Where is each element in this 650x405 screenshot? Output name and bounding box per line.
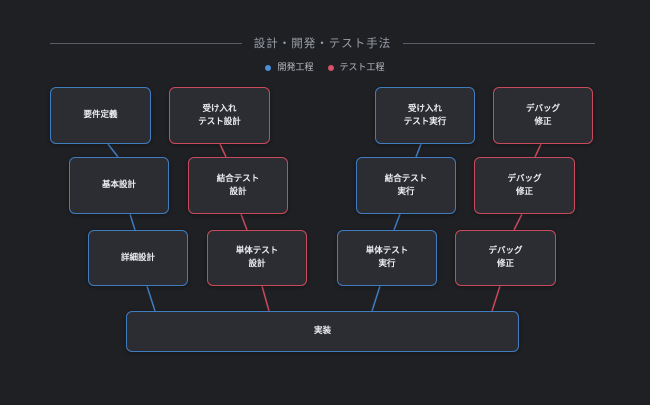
connector-basic-detail [129, 213, 136, 231]
node-label: デバッグ 修正 [525, 103, 560, 127]
connector-acceptexec-integexec [415, 143, 422, 158]
node-acceptance-test-design: 受け入れ テスト設計 [169, 87, 270, 144]
legend-label-dev: 開発工程 [277, 63, 314, 73]
title-divider-right [403, 43, 595, 44]
node-label: デバッグ 修正 [488, 246, 523, 269]
node-integration-test-exec: 結合テスト 実行 [356, 157, 456, 214]
node-implementation: 実装 [126, 311, 519, 352]
node-debug-fix-1: デバッグ 修正 [493, 87, 593, 144]
connector-debug2-debug3 [513, 213, 523, 231]
test-dot-icon [327, 65, 334, 71]
node-label: デバッグ 修正 [507, 173, 542, 197]
connector-unitexec-impl [371, 285, 381, 312]
node-unit-test-exec: 単体テスト 実行 [337, 230, 437, 286]
diagram-title: 設計・開発・テスト手法 [253, 36, 392, 50]
connector-unitdesign-impl [261, 285, 270, 312]
node-integration-test-design: 結合テスト 設計 [188, 157, 288, 214]
connector-req-basic [107, 143, 119, 158]
node-debug-fix-3: デバッグ 修正 [455, 230, 556, 286]
node-basic-design: 基本設計 [69, 157, 169, 214]
node-label: 結合テスト 設計 [216, 173, 260, 197]
connector-detail-impl [146, 285, 156, 312]
node-label: 単体テスト 実行 [365, 246, 409, 269]
node-label: 単体テスト 設計 [235, 246, 279, 269]
legend-label-test: テスト工程 [339, 63, 385, 73]
node-label: 基本設計 [101, 180, 136, 190]
node-label: 要件定義 [83, 110, 118, 120]
node-debug-fix-2: デバッグ 修正 [474, 157, 575, 214]
dev-dot-icon [265, 65, 272, 71]
node-label: 実装 [313, 326, 331, 336]
legend-item-dev: 開発工程 [265, 62, 314, 74]
connector-debug1-debug2 [534, 143, 542, 158]
node-acceptance-test-exec: 受け入れ テスト実行 [375, 87, 475, 144]
node-label: 詳細設計 [120, 252, 155, 263]
title-row: 設計・開発・テスト手法 [50, 34, 595, 52]
node-label: 受け入れ テスト実行 [403, 103, 447, 127]
legend-item-test: テスト工程 [327, 62, 385, 74]
node-unit-test-design: 単体テスト 設計 [207, 230, 307, 286]
connector-debug3-impl [491, 285, 501, 312]
connector-acceptdesign-integdesign [219, 143, 227, 158]
connector-integdesign-unitdesign [240, 213, 248, 231]
node-detailed-design: 詳細設計 [88, 230, 188, 286]
node-label: 受け入れ テスト設計 [198, 103, 241, 127]
connector-integexec-unitexec [393, 213, 401, 231]
legend: 開発工程 テスト工程 [0, 62, 650, 74]
title-divider-left [50, 43, 242, 44]
node-label: 結合テスト 実行 [384, 173, 428, 197]
node-requirements: 要件定義 [50, 87, 151, 144]
